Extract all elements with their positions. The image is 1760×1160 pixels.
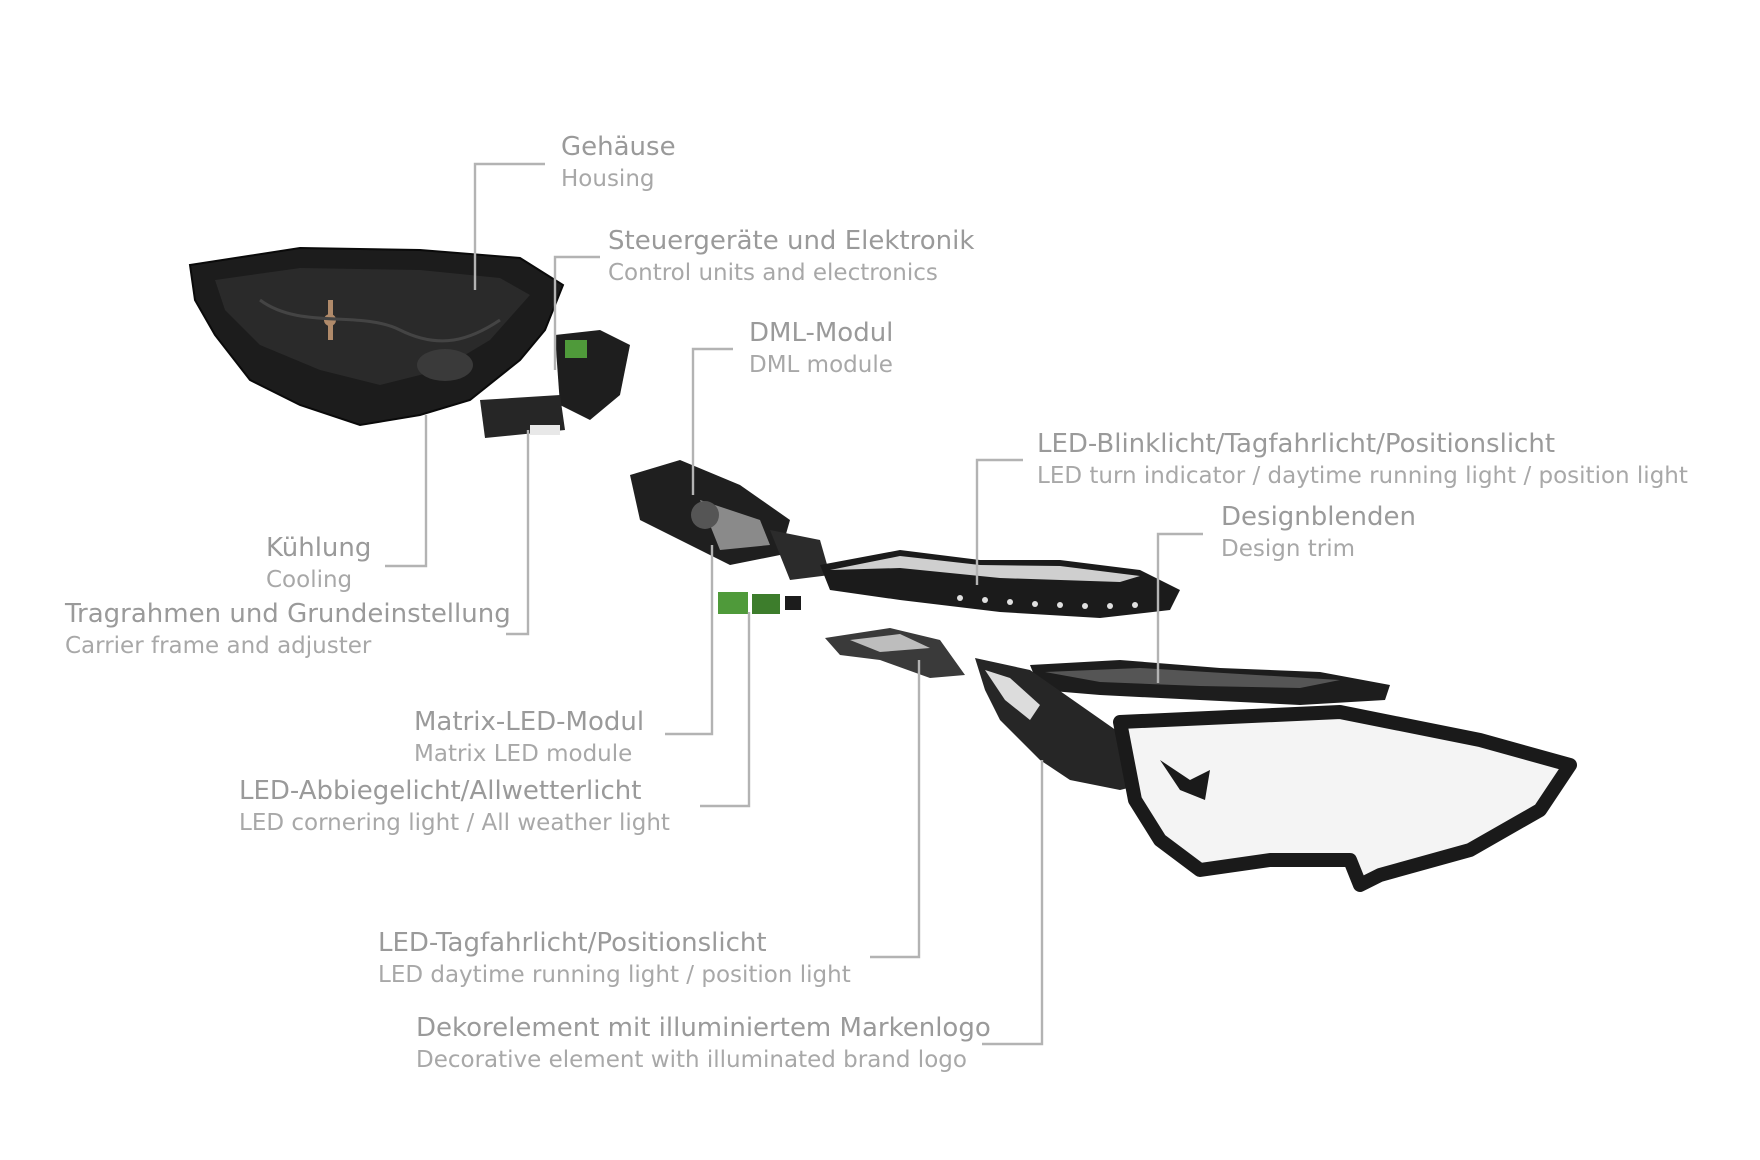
label-carrier-frame-de: Tragrahmen und Grundeinstellung xyxy=(65,599,511,629)
label-cornering-light-de: LED-Abbiegelicht/Allwetterlicht xyxy=(239,776,642,806)
control-units-part xyxy=(480,330,630,438)
dml-module-part xyxy=(630,460,830,580)
label-drl-en: LED daytime running light / position lig… xyxy=(378,961,851,988)
label-design-trim-en: Design trim xyxy=(1221,535,1355,562)
leader-housing xyxy=(473,162,545,290)
label-matrix-led-de: Matrix-LED-Modul xyxy=(414,707,645,737)
leader-design xyxy=(1156,532,1203,683)
label-matrix-led-en: Matrix LED module xyxy=(414,740,633,767)
design-trim-part xyxy=(1030,660,1390,705)
label-led-turn-indicator: LED-Blinklicht/Tagfahrlicht/Positionslic… xyxy=(1037,429,1688,489)
leader-carrier xyxy=(506,430,530,636)
label-control-units-en: Control units and electronics xyxy=(608,259,938,286)
leader-cooling xyxy=(385,415,428,568)
label-dml-module-en: DML module xyxy=(749,351,893,378)
label-dml-module-de: DML-Modul xyxy=(749,318,894,348)
leader-led-blink xyxy=(975,458,1023,585)
leader-control xyxy=(553,255,600,370)
leader-cornering xyxy=(700,612,751,808)
label-housing-en: Housing xyxy=(561,165,655,192)
led-turn-indicator-part xyxy=(820,550,1180,618)
label-decorative-element-de: Dekorelement mit illuminiertem Markenlog… xyxy=(416,1013,991,1043)
label-cooling-en: Cooling xyxy=(266,566,353,593)
label-design-trim-de: Designblenden xyxy=(1221,502,1416,532)
decorative-element-part xyxy=(975,658,1160,790)
label-decorative-element: Dekorelement mit illuminiertem Markenlog… xyxy=(416,1013,991,1073)
label-cornering-light: LED-Abbiegelicht/Allwetterlicht LED corn… xyxy=(239,776,670,836)
label-cooling: Kühlung Cooling xyxy=(266,533,372,593)
label-design-trim: Designblenden Design trim xyxy=(1221,502,1416,562)
leader-deco xyxy=(982,760,1044,1046)
label-housing: Gehäuse Housing xyxy=(561,132,676,192)
label-carrier-frame: Tragrahmen und Grundeinstellung Carrier … xyxy=(65,599,511,659)
label-carrier-frame-en: Carrier frame and adjuster xyxy=(65,632,372,659)
drl-part xyxy=(825,628,965,678)
housing-part xyxy=(188,246,565,427)
label-housing-de: Gehäuse xyxy=(561,132,676,162)
label-control-units-de: Steuergeräte und Elektronik xyxy=(608,226,975,256)
leader-dml xyxy=(691,347,733,495)
label-dml-module: DML-Modul DML module xyxy=(749,318,894,378)
label-drl: LED-Tagfahrlicht/Positionslicht LED dayt… xyxy=(378,928,851,988)
label-drl-de: LED-Tagfahrlicht/Positionslicht xyxy=(378,928,767,958)
label-decorative-element-en: Decorative element with illuminated bran… xyxy=(416,1046,967,1073)
label-cornering-light-en: LED cornering light / All weather light xyxy=(239,809,670,836)
cornering-light-part xyxy=(718,592,801,614)
leader-lines xyxy=(385,162,1203,1046)
label-cooling-de: Kühlung xyxy=(266,533,372,563)
outer-lens-part xyxy=(1113,705,1577,892)
leader-matrix xyxy=(665,545,714,736)
label-led-turn-indicator-en: LED turn indicator / daytime running lig… xyxy=(1037,462,1688,489)
label-matrix-led: Matrix-LED-Modul Matrix LED module xyxy=(414,707,645,767)
leader-drl xyxy=(870,660,921,959)
label-led-turn-indicator-de: LED-Blinklicht/Tagfahrlicht/Positionslic… xyxy=(1037,429,1556,459)
label-control-units: Steuergeräte und Elektronik Control unit… xyxy=(608,226,975,286)
